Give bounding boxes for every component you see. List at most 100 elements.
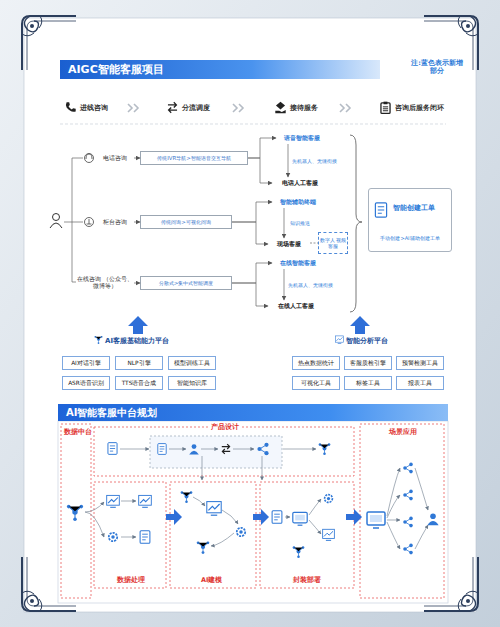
node-text: 分散式>集中式智能调度	[159, 280, 214, 286]
service-node: 在线人工客服	[268, 300, 324, 312]
capability-box: 智能知识库	[168, 376, 216, 390]
connector	[284, 208, 285, 238]
section-label: AI建模	[200, 576, 223, 585]
flow-line	[193, 497, 205, 506]
connector	[232, 202, 272, 222]
node-text: 报表工具	[408, 380, 432, 387]
up-arrow	[350, 316, 370, 334]
channel-icon	[86, 154, 92, 159]
planning-frame	[58, 421, 448, 603]
platform-heading: AI客服基础能力平台	[105, 336, 169, 346]
section-box	[360, 424, 444, 598]
flow-icon	[197, 541, 210, 554]
service-node: 语音智能客服	[276, 132, 328, 144]
capability-box: 模型训练工具	[168, 356, 216, 370]
node-text: 手动创建>AI辅助创建工单	[369, 236, 451, 242]
node-text: 语音智能客服	[284, 135, 320, 142]
section-label: 场景应用	[388, 428, 418, 437]
section-box	[61, 424, 91, 598]
step-chevron	[134, 104, 138, 112]
node-text: AI智能客服中台规划	[66, 407, 157, 419]
platform-icon	[94, 336, 102, 344]
flow-icon	[319, 443, 331, 455]
analysis-box: 可视化工具	[292, 376, 340, 390]
connector	[248, 158, 272, 183]
service-node: 在线智能客服	[272, 257, 324, 269]
flow-icon	[403, 517, 413, 528]
node-text: 数字人 视频客服	[319, 237, 347, 249]
channel-icon	[85, 154, 94, 227]
flow-icon	[109, 533, 117, 541]
channel-node: 柜台咨询	[96, 216, 134, 228]
flow-line	[211, 533, 234, 546]
flow-line	[387, 520, 400, 521]
capability-box: TTS语音合成	[115, 376, 163, 390]
channel-node: 在线咨询 （公众号、微博等）	[76, 272, 134, 292]
up-arrow	[128, 316, 148, 334]
section-box	[94, 427, 354, 476]
node-text: 客服质检引擎	[350, 360, 386, 367]
flow-icon	[403, 463, 413, 474]
node-text: 电话人工客服	[282, 179, 318, 186]
dashed-box: 数字人 视频客服	[318, 232, 348, 254]
node-text: 在线咨询 （公众号、微博等）	[76, 275, 134, 289]
flow-line	[85, 449, 428, 549]
step-icon	[66, 102, 390, 114]
flow-icon	[207, 502, 221, 516]
node-text: 电话咨询	[103, 154, 127, 161]
flow-icon	[323, 529, 335, 540]
step-chevron	[239, 104, 243, 112]
flow-line	[169, 449, 186, 450]
section-label: 产品设计	[210, 423, 240, 432]
channel-icon	[85, 218, 94, 227]
flow-line	[201, 449, 218, 450]
node-text: 传统IVR导航>智能语音交互导航	[157, 155, 231, 161]
process-box: 传统问询>可视化问询	[140, 215, 232, 229]
node-text: 标签工具	[356, 380, 380, 387]
separator-line	[60, 124, 446, 125]
flow-icon	[293, 512, 307, 525]
connector	[232, 283, 268, 306]
node-text: ASR语音识别	[68, 380, 104, 387]
flow-icon	[237, 528, 245, 536]
node-text: 传统问询>可视化问询	[161, 219, 211, 225]
step-chevron	[340, 104, 344, 112]
channel-icon	[85, 154, 94, 163]
step-icon	[66, 102, 76, 111]
flow-line	[309, 499, 321, 515]
process-box: 传统IVR导航>智能语音交互导航	[140, 151, 248, 165]
step-chevron	[233, 104, 237, 112]
section-box	[260, 482, 354, 588]
ticket-icon	[375, 203, 386, 217]
flow-line	[222, 510, 238, 524]
flow-icon	[403, 490, 413, 501]
flow-icon	[140, 531, 150, 544]
corner-ornament	[22, 16, 478, 611]
block-arrow	[253, 509, 269, 525]
flow-icon	[403, 544, 413, 555]
flow-line	[233, 449, 254, 450]
edge-label: 知识推送	[290, 220, 310, 226]
channel-lines	[64, 158, 83, 282]
node-text: 智能创建工单	[393, 205, 435, 212]
flow-icon	[367, 512, 385, 528]
connector	[288, 144, 289, 177]
flow-line	[283, 449, 316, 450]
service-node: 智能辅助终端	[272, 196, 324, 208]
flow-icon	[427, 513, 438, 525]
user-icon	[50, 214, 62, 229]
capability-box: NLP引擎	[115, 356, 163, 370]
ticket-icon	[375, 203, 386, 217]
section-label: 数据处理	[116, 576, 146, 585]
connector	[232, 263, 272, 283]
flow-line	[387, 495, 400, 518]
analysis-box: 客服质检引擎	[344, 356, 392, 370]
edge-label: 先机器人、无缝衔接	[288, 282, 333, 288]
flow-line	[121, 501, 136, 502]
edge-label: 先机器人、无缝衔接	[292, 158, 337, 164]
section-box	[94, 482, 166, 588]
flow-icon	[189, 444, 199, 454]
node-text: 在线智能客服	[280, 260, 316, 267]
